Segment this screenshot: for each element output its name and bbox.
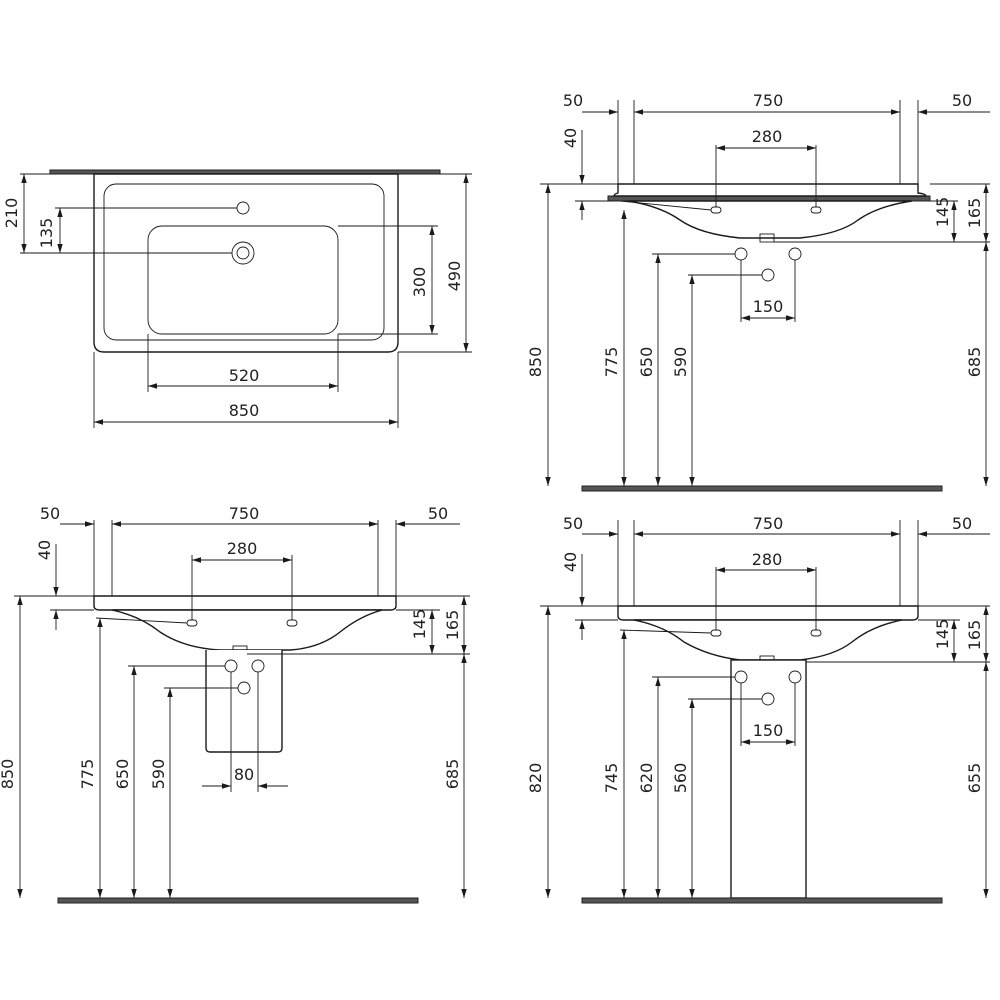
dim-50-left: 50 <box>40 504 60 523</box>
dim-280: 280 <box>752 550 783 569</box>
dim-40: 40 <box>561 128 580 148</box>
dim-655: 655 <box>965 763 984 794</box>
dim-80: 80 <box>234 765 254 784</box>
bowl-outline <box>147 225 339 335</box>
dim-590: 590 <box>149 759 168 790</box>
top-view: 210 135 300 490 520 850 <box>2 169 472 428</box>
dim-560: 560 <box>671 763 690 794</box>
floor <box>57 897 419 904</box>
dim-685: 685 <box>443 759 462 790</box>
drain-inner <box>236 246 250 260</box>
dim-210: 210 <box>2 198 21 229</box>
dim-165: 165 <box>965 620 984 651</box>
dim-300: 300 <box>410 267 429 298</box>
half-pedestal-view: 50 750 50 280 40 145 165 80 850 775 650 … <box>0 504 470 904</box>
dim-520: 520 <box>229 366 260 385</box>
dim-150: 150 <box>753 297 784 316</box>
dim-40: 40 <box>35 540 54 560</box>
basin-rim-inner <box>103 183 385 341</box>
wall-hung-view: 50 750 50 280 40 145 165 150 850 775 650… <box>526 91 990 492</box>
dim-280: 280 <box>752 127 783 146</box>
dim-685: 685 <box>965 347 984 378</box>
basin-rim <box>613 183 927 197</box>
dim-590: 590 <box>671 347 690 378</box>
pipe-hole-center <box>761 268 775 282</box>
dim-745: 745 <box>602 763 621 794</box>
dim-775: 775 <box>602 347 621 378</box>
basin-top <box>93 595 397 611</box>
dim-145: 145 <box>410 609 429 640</box>
floor <box>581 897 943 904</box>
dim-775: 775 <box>78 759 97 790</box>
dim-40: 40 <box>561 552 580 572</box>
dim-145: 145 <box>933 197 952 228</box>
dim-850: 850 <box>526 347 545 378</box>
basin-body <box>111 609 383 651</box>
dim-165: 165 <box>965 198 984 229</box>
dim-820: 820 <box>526 763 545 794</box>
basin-top <box>617 605 919 621</box>
half-pedestal <box>205 650 283 753</box>
dim-135: 135 <box>37 218 56 249</box>
dim-490: 490 <box>445 261 464 292</box>
dim-165: 165 <box>443 610 462 641</box>
pipe-hole-left <box>734 247 748 261</box>
dim-50-left: 50 <box>563 514 583 533</box>
dim-750: 750 <box>753 91 784 110</box>
pedestal <box>730 659 807 899</box>
dim-650: 650 <box>637 347 656 378</box>
basin-body <box>633 619 903 661</box>
waste-outlet <box>759 233 775 243</box>
dim-850: 850 <box>229 401 260 420</box>
dim-750: 750 <box>753 514 784 533</box>
basin-body <box>627 200 913 239</box>
countertop <box>607 195 931 202</box>
dim-150: 150 <box>753 721 784 740</box>
dim-50-right: 50 <box>952 514 972 533</box>
floor <box>581 485 943 492</box>
dim-50-right: 50 <box>428 504 448 523</box>
dim-750: 750 <box>229 504 260 523</box>
dim-620: 620 <box>637 763 656 794</box>
dim-145: 145 <box>933 619 952 650</box>
basin-outline <box>93 173 399 353</box>
dim-50-left: 50 <box>563 91 583 110</box>
pedestal-view: 50 750 50 280 40 145 165 150 820 745 620… <box>526 514 990 904</box>
dim-50-right: 50 <box>952 91 972 110</box>
dim-850: 850 <box>0 759 17 790</box>
dim-280: 280 <box>227 539 258 558</box>
dim-650: 650 <box>113 759 132 790</box>
pipe-hole-right <box>788 247 802 261</box>
